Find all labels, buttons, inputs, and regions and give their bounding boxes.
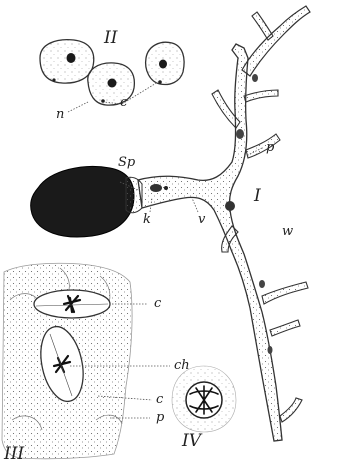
panel-label-iii: III [4,446,24,463]
label-sp: Sp [118,156,135,169]
dark-spore [31,166,134,237]
panel-iii-tissue [2,263,170,459]
cell-middle-nucleus [108,79,117,88]
label-p-hypha: p [266,141,274,154]
panel-label-i: I [254,188,261,205]
label-v: v [198,213,205,226]
label-c-lower: c [156,393,163,406]
panel-ii-cells [40,40,184,112]
label-ch: ch [174,359,190,372]
label-n: n [56,108,64,121]
panel-label-iv: IV [182,433,201,450]
label-w: w [282,225,293,238]
label-p-lower: p [156,411,164,424]
cell-left [40,40,94,83]
panel-label-ii: II [104,30,117,47]
panel-iv-cell [172,366,236,432]
cell-right-nucleus [159,60,167,69]
label-c-cells: c [120,96,127,109]
label-c-upper: c [154,297,161,310]
cell-left-nucleus [67,53,76,63]
branch-lower-right [262,282,308,304]
label-k: k [143,213,151,226]
